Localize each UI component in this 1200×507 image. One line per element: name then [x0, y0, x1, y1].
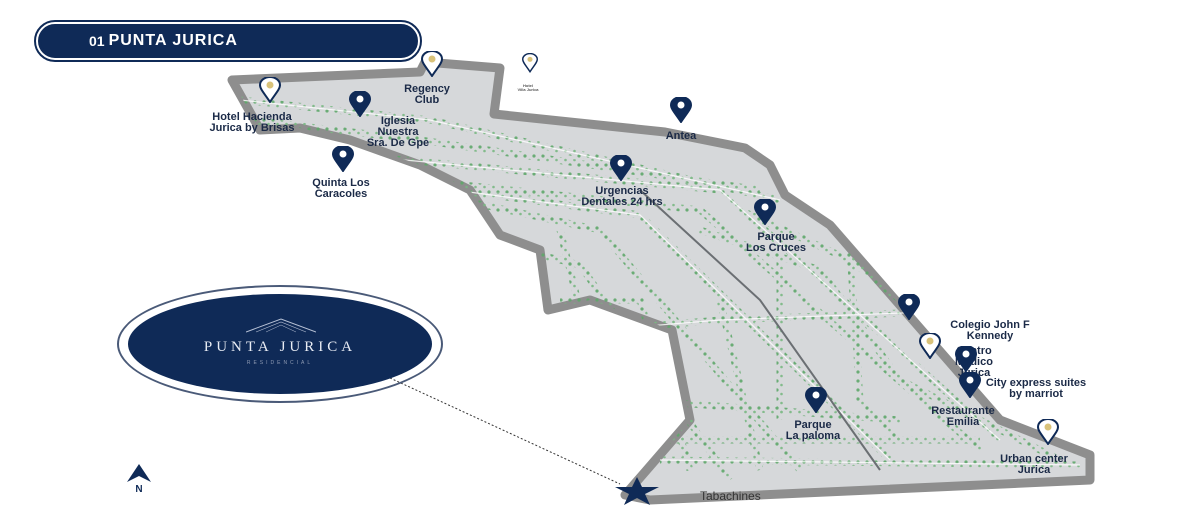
landmark-label-line: Regency	[404, 83, 450, 95]
north-compass: N	[124, 462, 154, 495]
landmark-label-line: Los Cruces	[746, 242, 806, 254]
place-icon[interactable]	[521, 52, 539, 78]
landmark-label-line: Kennedy	[966, 330, 1014, 342]
logo-subtitle: RESIDENCIAL	[246, 360, 314, 366]
landmark-label-line: Caracoles	[314, 188, 368, 200]
restaurant-icon[interactable]	[958, 371, 982, 403]
location-star-icon[interactable]	[614, 476, 660, 506]
landmark-label-line: Antea	[665, 130, 697, 142]
landmark-label-line: Club	[414, 94, 440, 106]
landmark-label-line: Iglesia	[380, 115, 416, 127]
landmark-label-line: Urban center	[1000, 453, 1068, 465]
area-border	[227, 57, 1095, 505]
landmark-label-antea: Antea	[666, 131, 697, 142]
church-icon[interactable]	[348, 90, 372, 122]
landmark-label-line: Dentales 24 hrs	[581, 196, 663, 208]
school-icon[interactable]	[897, 293, 921, 325]
landmark-label-line: Urgencias	[595, 185, 649, 197]
page-title: PUNTA JURICA	[108, 32, 238, 49]
landmark-label-line: Quinta Los	[312, 177, 370, 189]
mountain-logo-icon	[246, 318, 316, 333]
landmark-label-line: Hotel	[523, 83, 533, 88]
north-label: N	[135, 484, 143, 495]
logo-ring	[117, 285, 443, 403]
north-arrow-icon	[127, 464, 151, 482]
landmark-label-line: Restaurante	[931, 405, 995, 417]
hotel-icon[interactable]	[954, 345, 978, 377]
landmark-label-line: City express suites	[985, 377, 1087, 389]
shop-icon[interactable]	[669, 96, 693, 128]
landmark-label-line: Nuestra	[377, 126, 419, 138]
landmark-label-line: Jurica	[1017, 464, 1051, 476]
park-icon[interactable]	[804, 386, 828, 418]
landmark-label-line: Colegio John F	[950, 319, 1030, 331]
landmark-label-line: Médico	[955, 356, 993, 368]
landmark-label-line: Parque	[794, 419, 832, 431]
landmark-label-line: Jurica by Brisas	[209, 122, 295, 134]
landmark-label-line: by marriot	[1009, 388, 1063, 400]
title-banner: 01 PUNTA JURICA	[34, 20, 422, 62]
street-label-tabachines: Tabachines	[700, 489, 761, 503]
landmark-label-line: Sra. De Gpe	[366, 137, 430, 149]
hospital-icon[interactable]	[918, 332, 942, 364]
leader-line	[389, 377, 621, 485]
landmark-label-line: Emilia	[946, 416, 980, 428]
landmark-label-line: Hotel Hacienda	[212, 111, 292, 123]
health-icon[interactable]	[609, 154, 633, 186]
shop-icon[interactable]	[1036, 418, 1060, 450]
main-avenue	[639, 189, 881, 471]
landmark-label-line: Parque	[757, 231, 795, 243]
logo-brand: PUNTA JURICA	[203, 339, 357, 355]
hotel-icon[interactable]	[258, 76, 282, 108]
park-icon[interactable]	[753, 198, 777, 230]
place-icon[interactable]	[331, 145, 355, 177]
landmark-label-line: Villa Jurica	[517, 87, 539, 92]
club-icon[interactable]	[420, 50, 444, 82]
section-number: 01	[89, 33, 105, 49]
landmark-label-line: La paloma	[785, 430, 841, 442]
punta-jurica-logo: PUNTA JURICA RESIDENCIAL	[128, 294, 432, 394]
street-grid	[239, 96, 1081, 483]
